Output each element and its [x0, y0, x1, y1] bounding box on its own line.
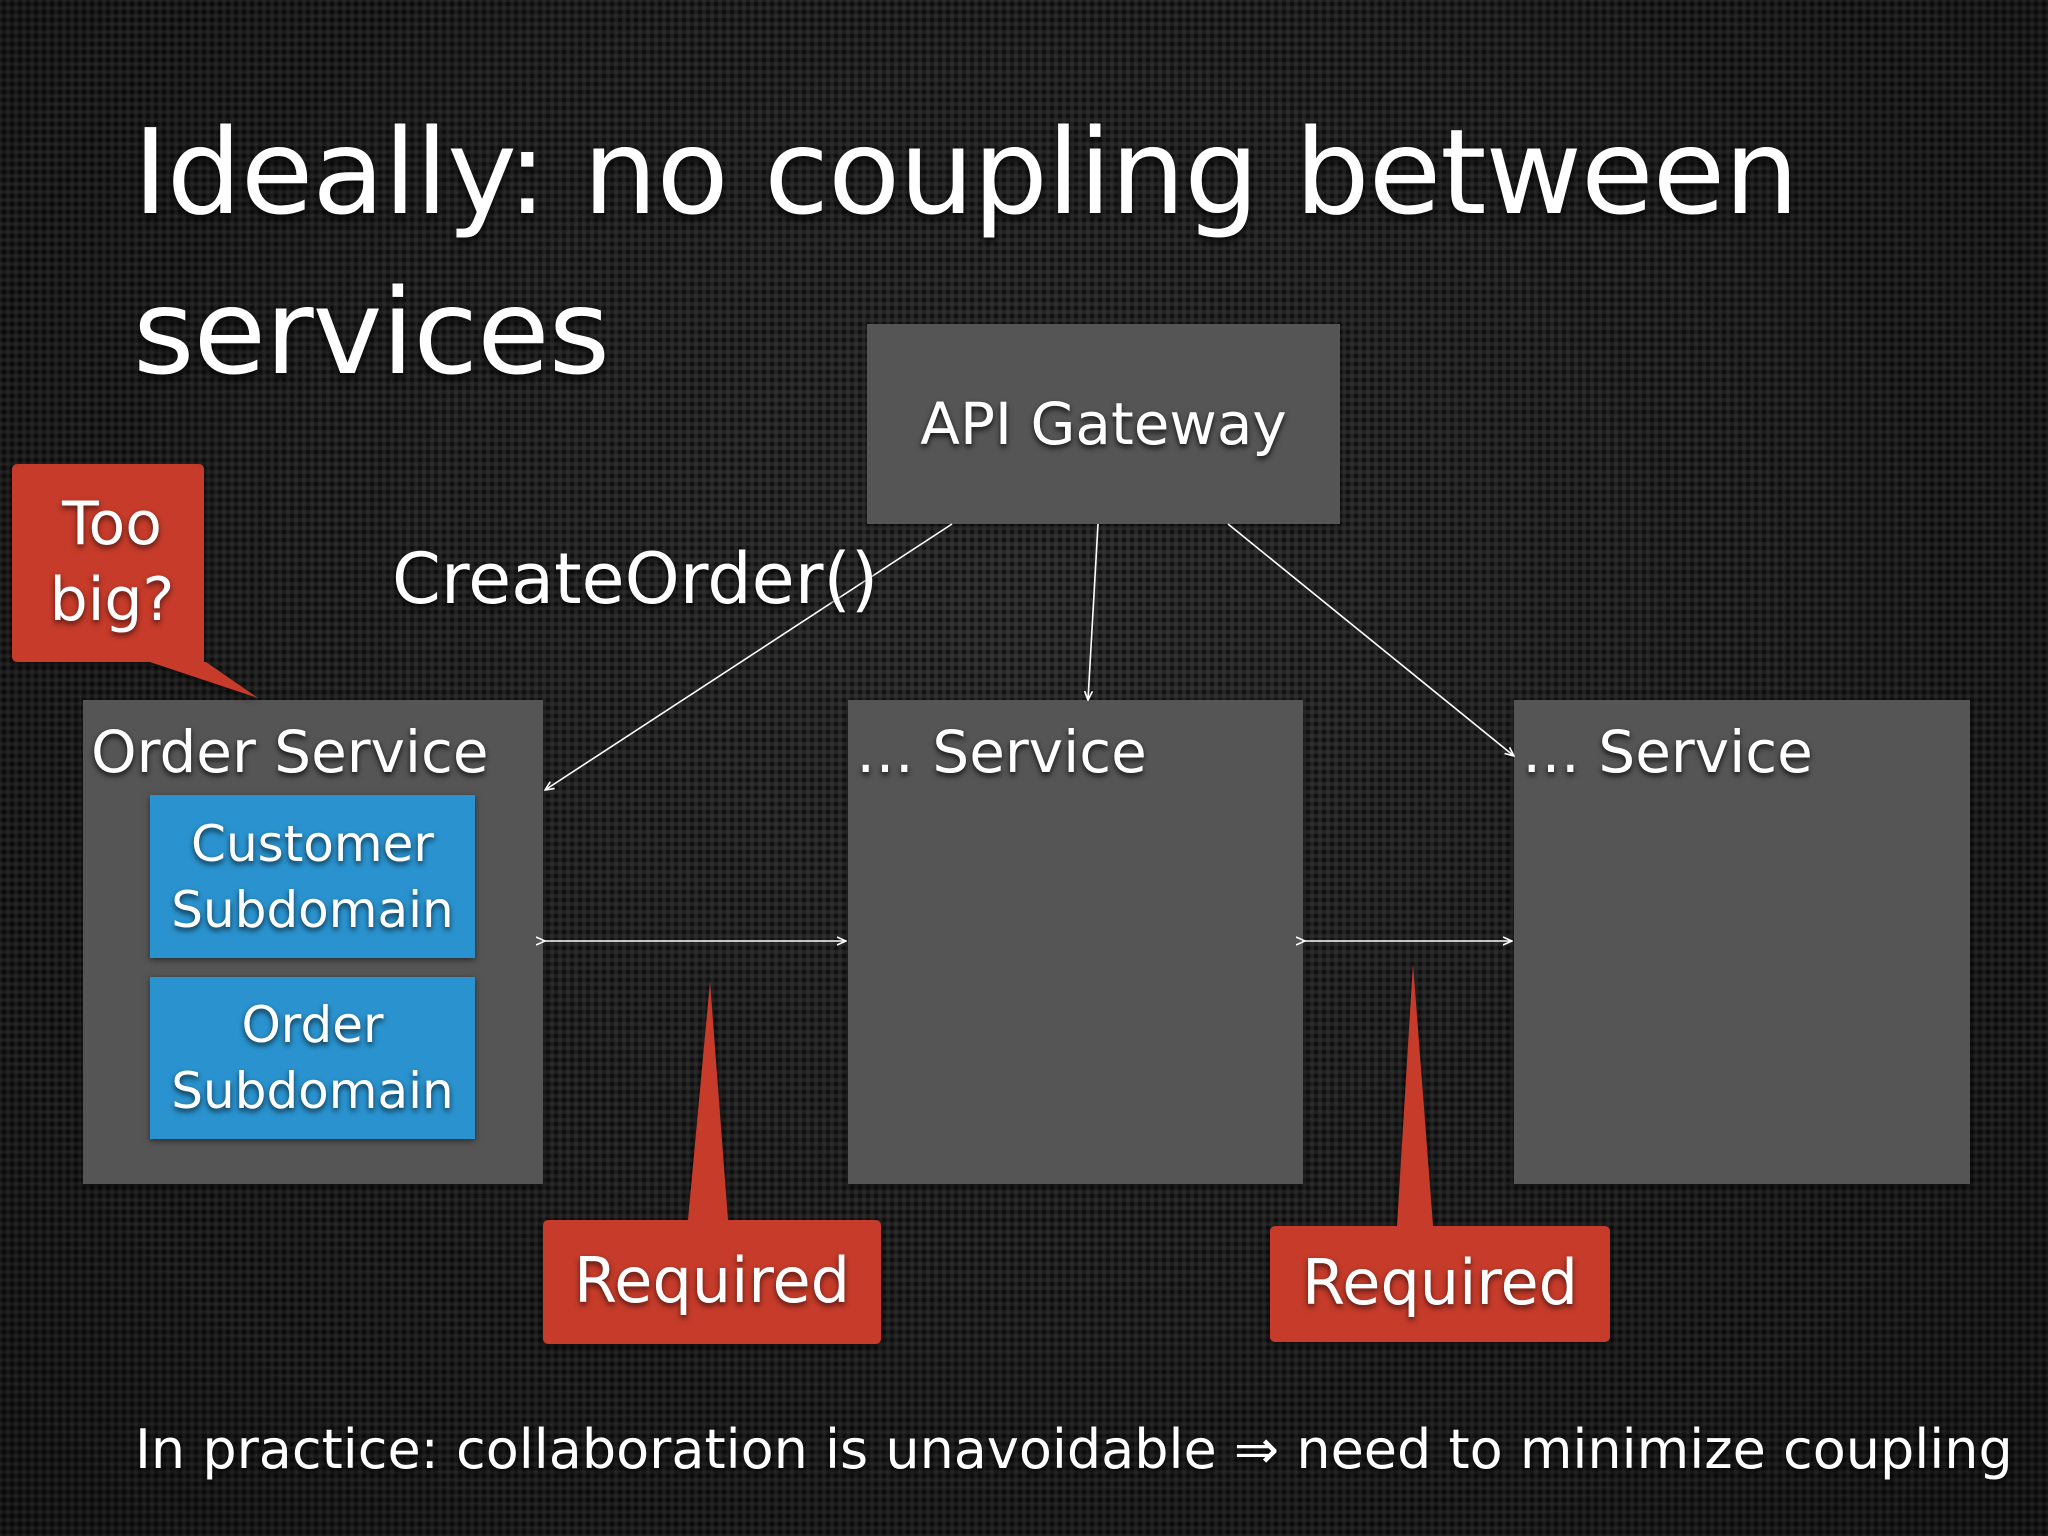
create-order-call-label: CreateOrder()	[392, 538, 879, 620]
api-gateway-label: API Gateway	[920, 390, 1287, 458]
order-subdomain-box: Order Subdomain	[150, 977, 475, 1139]
required-label-2: Required	[1302, 1246, 1578, 1319]
right-service-label: … Service	[1522, 718, 1813, 786]
right-service-box: … Service	[1514, 700, 1970, 1184]
middle-service-label: … Service	[856, 718, 1147, 786]
too-big-label: Too big?	[49, 489, 175, 635]
required-label-1: Required	[574, 1244, 850, 1317]
order-subdomain-label: Order Subdomain	[171, 996, 454, 1120]
arrow-gateway-to-middle-service	[1088, 523, 1099, 700]
slide-footer: In practice: collaboration is unavoidabl…	[135, 1418, 2013, 1481]
customer-subdomain-box: Customer Subdomain	[150, 795, 475, 958]
api-gateway-box: API Gateway	[867, 324, 1340, 524]
middle-service-box: … Service	[848, 700, 1303, 1184]
slide-title: Ideally: no coupling between services	[133, 103, 1799, 401]
customer-subdomain-label: Customer Subdomain	[171, 814, 454, 939]
order-service-label: Order Service	[91, 718, 489, 786]
